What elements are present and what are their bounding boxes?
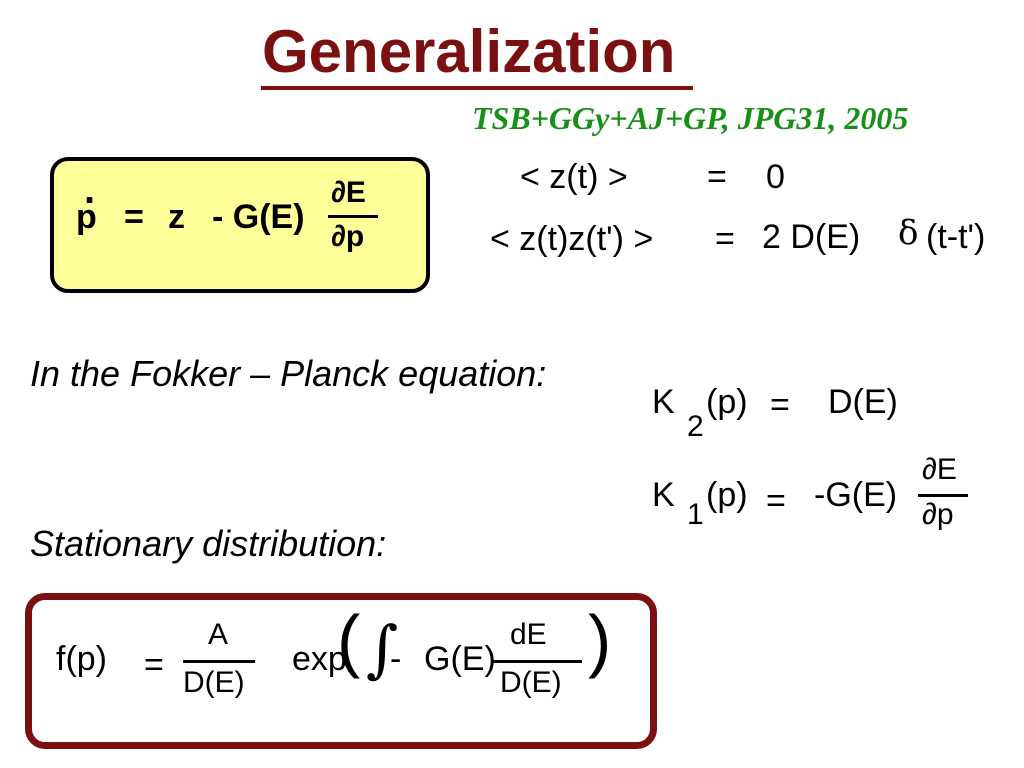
langevin-equation-box bbox=[50, 157, 430, 293]
delta-icon: δ bbox=[898, 213, 919, 253]
k2-symbol: K bbox=[652, 383, 675, 421]
z-mean: < z(t) > bbox=[520, 158, 628, 196]
k1-equals: = bbox=[766, 482, 786, 520]
k2-argument: (p) bbox=[706, 383, 748, 421]
z-symbol: z bbox=[168, 198, 185, 236]
prefactor-denominator: D(E) bbox=[183, 666, 245, 699]
z-correlation-equals: = bbox=[715, 220, 735, 258]
z-correlation: < z(t)z(t') > bbox=[490, 220, 654, 258]
integral-icon: ∫ bbox=[366, 612, 399, 685]
prefactor-numerator: A bbox=[208, 618, 229, 651]
box-fraction-bar bbox=[328, 215, 378, 218]
page-title: Generalization bbox=[262, 18, 676, 85]
prefactor-fraction-bar bbox=[183, 660, 255, 663]
z-correlation-rhs: 2 D(E) bbox=[762, 218, 861, 256]
k1-subscript: 1 bbox=[687, 498, 704, 531]
minus-g-term: - G(E) bbox=[212, 198, 305, 236]
integrand-minus: - bbox=[390, 640, 402, 678]
delta-argument: (t-t') bbox=[926, 218, 986, 256]
title-underline bbox=[261, 86, 693, 90]
stationary-distribution-box bbox=[25, 593, 657, 749]
k2-equals: = bbox=[770, 386, 790, 424]
partial-p-denominator: ∂p bbox=[331, 220, 365, 253]
fp-equals: = bbox=[144, 646, 164, 684]
z-mean-value: 0 bbox=[766, 158, 785, 196]
right-paren: ) bbox=[588, 601, 612, 679]
k1-partial-e-numerator: ∂E bbox=[922, 453, 957, 486]
z-mean-equals: = bbox=[707, 158, 727, 196]
integrand-g: G(E) bbox=[424, 640, 496, 678]
k1-argument: (p) bbox=[706, 476, 748, 514]
integrand-fraction-bar bbox=[492, 660, 582, 663]
left-paren: ( bbox=[337, 601, 361, 679]
citation: TSB+GGy+AJ+GP, JPG31, 2005 bbox=[472, 100, 909, 136]
k1-symbol: K bbox=[652, 476, 675, 514]
box-equals: = bbox=[124, 198, 144, 236]
k1-partial-p-denominator: ∂p bbox=[922, 498, 954, 531]
fokker-planck-label: In the Fokker – Planck equation: bbox=[30, 353, 547, 394]
p-dot: . bbox=[84, 168, 96, 212]
exp-function: exp bbox=[292, 640, 347, 678]
k2-rhs: D(E) bbox=[828, 383, 898, 421]
stationary-label: Stationary distribution: bbox=[30, 523, 387, 564]
partial-e-numerator: ∂E bbox=[331, 176, 366, 209]
fp-lhs: f(p) bbox=[56, 640, 107, 678]
p-symbol: p bbox=[76, 198, 97, 236]
k1-rhs: -G(E) bbox=[814, 476, 898, 514]
integrand-denominator: D(E) bbox=[500, 666, 562, 699]
integrand-numerator: dE bbox=[510, 618, 547, 651]
k2-subscript: 2 bbox=[687, 410, 704, 443]
k1-fraction-bar bbox=[918, 494, 968, 497]
